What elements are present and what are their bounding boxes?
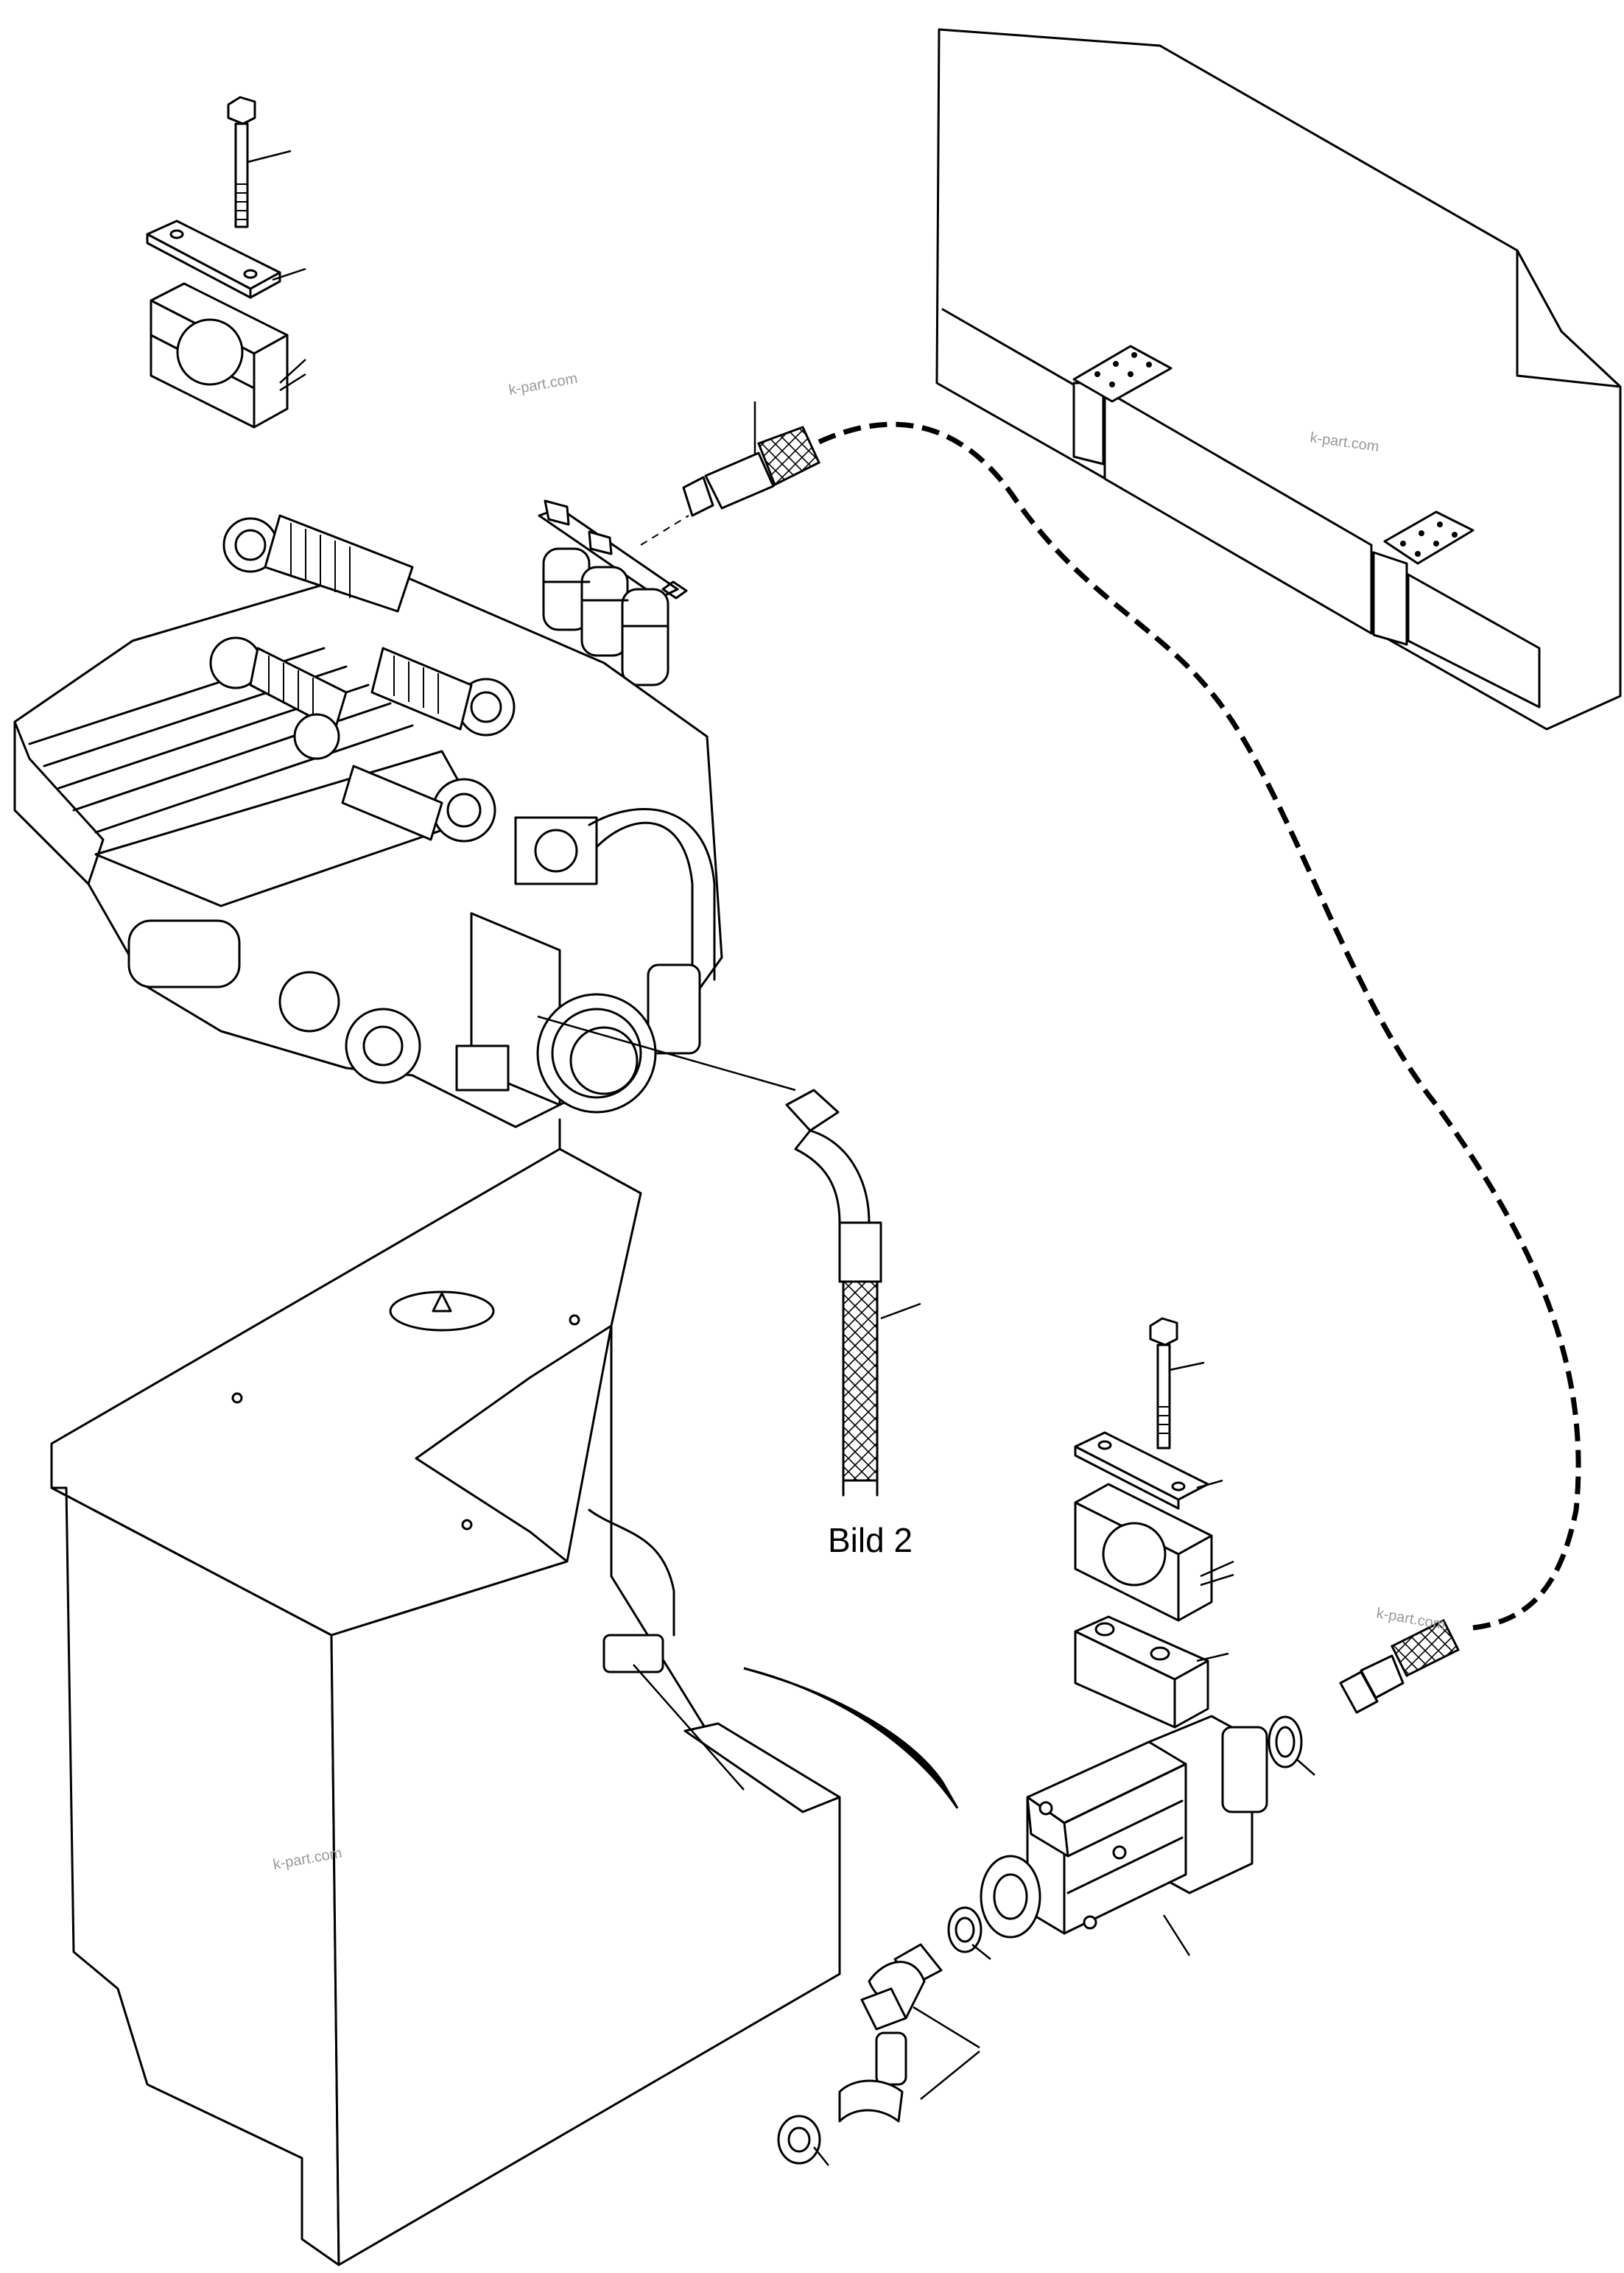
mounting-block-icon <box>1074 1615 1229 1729</box>
elbow-fitting-icon <box>777 1943 980 2166</box>
watermark-text: k-part.com <box>1375 1605 1447 1633</box>
braided-hose-icon <box>785 1089 921 1497</box>
watermark-text: k-part.com <box>507 370 579 398</box>
engine-assembly-icon <box>13 514 796 1128</box>
valve-block-icon <box>980 1715 1268 1956</box>
pipe-clamp-icon: k-part.com <box>150 282 579 429</box>
bolt-icon <box>227 96 292 228</box>
braided-hose-icon: k-part.com <box>1339 1605 1460 1714</box>
hydraulic-tank-icon: k-part.com <box>50 1118 841 2266</box>
filter-bank-icon <box>538 499 689 686</box>
pipe-clamp-icon <box>1074 1483 1234 1622</box>
fitting-icon <box>947 1715 1315 1960</box>
clamp-plate-icon <box>1074 1431 1223 1510</box>
figure-caption: Bild 2 <box>828 1521 913 1559</box>
bolt-icon <box>1149 1317 1205 1450</box>
direction-arrow-icon <box>743 1667 959 1809</box>
clamp-plate-icon <box>146 219 306 299</box>
cabinet-panel-icon: k-part.com <box>935 28 1622 731</box>
braided-hose-icon <box>682 401 1581 1631</box>
